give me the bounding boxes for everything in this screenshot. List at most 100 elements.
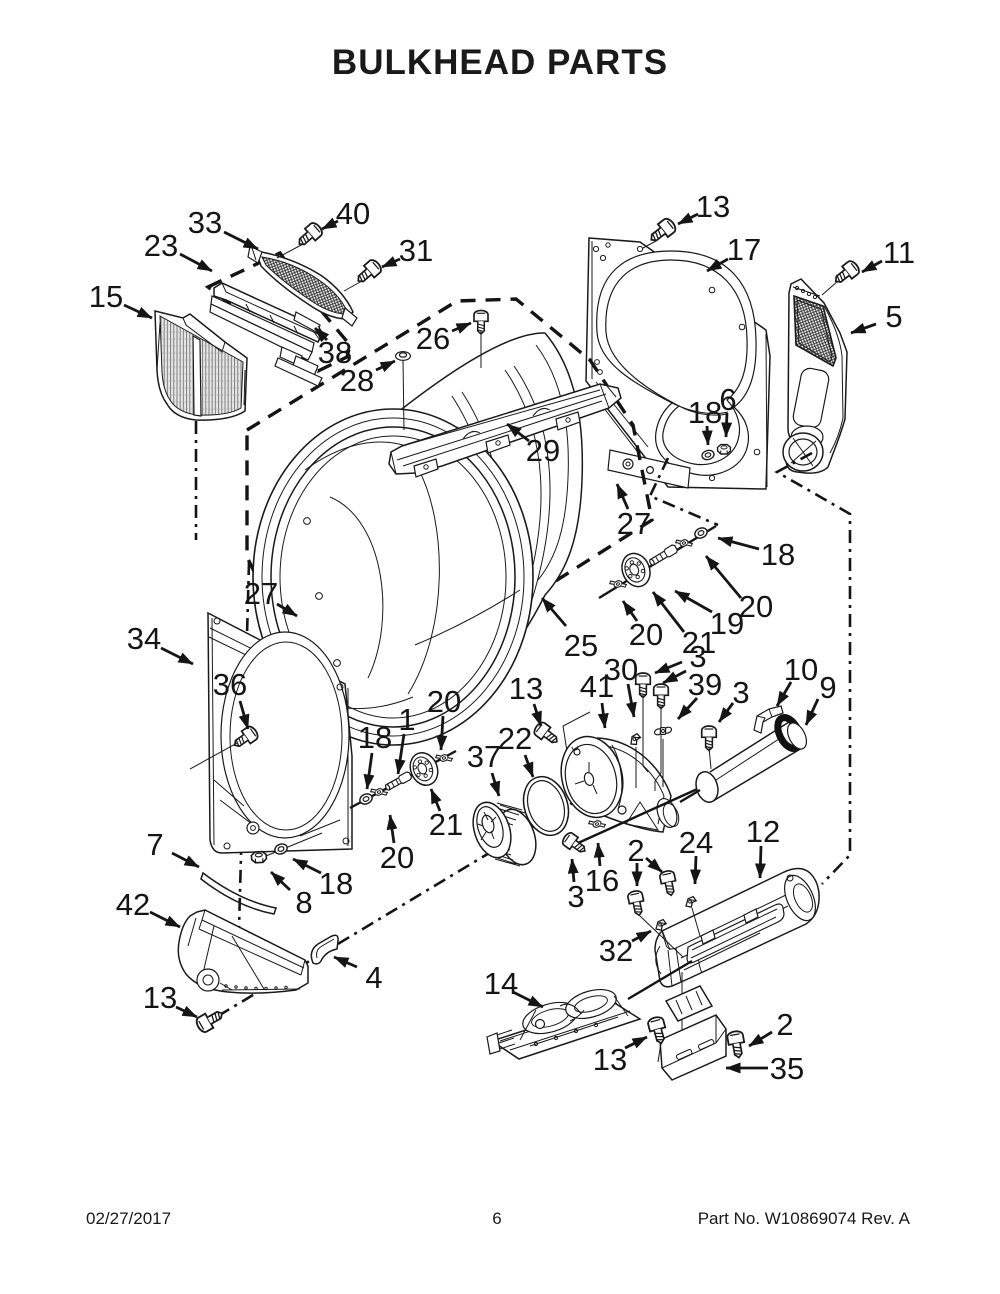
callout-arrow — [704, 555, 743, 599]
callout-arrow — [512, 990, 544, 1009]
line-art — [649, 558, 655, 566]
line-art — [254, 986, 258, 991]
callout-label: 34 — [127, 621, 161, 656]
callout-arrow — [748, 1030, 773, 1048]
callout-29: 29 — [506, 422, 560, 468]
callout-label: 20 — [380, 840, 414, 875]
callout-15: 15 — [89, 279, 153, 320]
callout-label: 21 — [682, 625, 716, 660]
callout-arrow — [593, 842, 605, 867]
line-art — [284, 985, 288, 990]
line-art — [625, 461, 631, 467]
line-art — [553, 1035, 559, 1041]
line-art — [336, 683, 344, 691]
callout-label: 11 — [883, 235, 915, 270]
callout-31: 31 — [381, 233, 433, 269]
line-art — [598, 744, 665, 825]
callout-4: 4 — [333, 955, 383, 995]
line-art — [333, 659, 341, 667]
line-art — [196, 968, 220, 992]
line-art — [229, 641, 343, 831]
callout-label: 23 — [144, 228, 178, 263]
line-art — [573, 1028, 579, 1034]
callout-3: 3 — [654, 639, 707, 685]
line-art — [642, 240, 657, 249]
line-art — [202, 974, 214, 986]
callout-label: 37 — [467, 739, 501, 774]
callout-19: 19 — [674, 589, 744, 641]
heater-axis-line — [566, 784, 705, 850]
line-art — [793, 294, 837, 368]
callout-label: 1 — [398, 702, 415, 737]
callout-label: 17 — [727, 232, 761, 267]
callout-13: 13 — [593, 1035, 648, 1077]
line-art — [593, 1022, 599, 1028]
line-art — [276, 243, 304, 259]
callout-label: 25 — [564, 628, 598, 663]
callout-26: 26 — [416, 321, 472, 356]
callout-arrow — [651, 591, 686, 633]
line-art — [477, 811, 497, 841]
callout-2: 2 — [627, 833, 663, 887]
line-art — [700, 929, 716, 945]
line-art — [159, 315, 244, 416]
line-art — [591, 241, 768, 488]
callout-36: 36 — [213, 667, 250, 730]
part-baffle-29 — [388, 383, 622, 478]
callout-label: 18 — [761, 537, 795, 572]
callout-arrow — [531, 703, 543, 727]
callout-arrow — [631, 929, 652, 943]
line-art — [642, 694, 649, 773]
line-art — [823, 305, 844, 454]
callout-arrow — [775, 681, 793, 707]
line-art — [708, 474, 716, 482]
callout-label: 18 — [688, 395, 722, 430]
callout-arrow — [701, 425, 713, 446]
line-art — [698, 1039, 715, 1050]
line-art — [496, 1029, 516, 1050]
line-art — [706, 721, 802, 801]
callout-arrow — [321, 217, 339, 231]
drum-assembly-dashed-outline — [245, 297, 654, 672]
callout-arrow — [123, 303, 153, 320]
line-art — [812, 294, 818, 300]
part-screw-13-top — [642, 215, 679, 249]
part-screw-36 — [189, 723, 261, 770]
line-art — [462, 408, 551, 440]
callout-label: 9 — [819, 670, 836, 705]
line-art — [495, 440, 501, 446]
line-art — [221, 282, 319, 335]
callout-7: 7 — [146, 827, 200, 869]
callout-arrow — [567, 858, 579, 883]
line-art — [279, 435, 507, 719]
callout-arrow — [149, 910, 181, 929]
line-art — [407, 467, 440, 695]
line-art — [800, 288, 806, 294]
callout-label: 13 — [593, 1042, 627, 1077]
line-art — [413, 458, 439, 478]
callout-arrow — [721, 412, 733, 438]
callout-20: 20 — [704, 555, 773, 624]
callout-label: 20 — [629, 617, 663, 652]
part-felt-seal-7 — [200, 871, 277, 915]
callout-23: 23 — [144, 228, 213, 273]
callout-label: 20 — [427, 684, 461, 719]
callout-6: 6 — [719, 382, 737, 438]
callout-arrow — [850, 322, 877, 335]
callout-label: 39 — [688, 667, 722, 702]
callout-label: 30 — [604, 652, 638, 687]
callout-20: 20 — [621, 600, 663, 652]
line-art — [390, 389, 607, 475]
page-title: BULKHEAD PARTS — [332, 43, 668, 82]
line-art — [806, 291, 812, 297]
callout-41: 41 — [580, 669, 614, 729]
line-art — [738, 323, 746, 331]
callout-28: 28 — [340, 359, 396, 398]
line-art — [756, 708, 773, 723]
callout-22: 22 — [498, 721, 535, 778]
callout-label: 27 — [617, 506, 651, 541]
line-art — [343, 280, 363, 292]
line-art — [661, 1015, 727, 1069]
line-art — [247, 245, 263, 264]
line-art — [605, 242, 611, 248]
